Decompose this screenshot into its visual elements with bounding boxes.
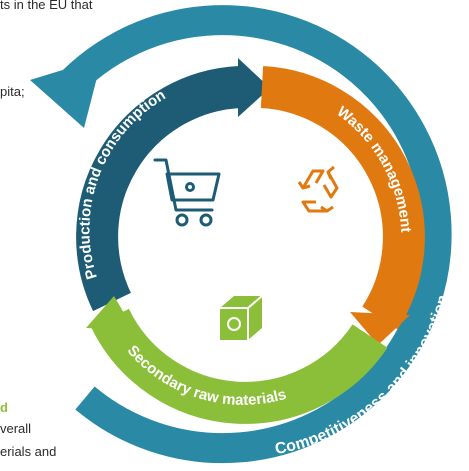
text-fragment-green: d [0,400,8,415]
segment-secondary-raw-materials [91,308,388,424]
segment-production-consumption [76,66,242,312]
text-fragment-per-capita: pita; [0,84,25,99]
text-fragment-materials: erials and [0,444,57,459]
text-fragment-top: ts in the EU that [0,0,93,12]
inner-ring [76,58,425,424]
shopping-cart-icon [153,158,221,227]
production-arrowhead [238,58,270,117]
outer-ring-arrowhead [30,58,102,128]
box-icon [220,295,263,340]
outer-ring-arc [48,5,452,464]
text-fragment-overall: verall [0,421,32,436]
outer-ring [30,5,452,464]
waste-arrowhead [350,312,410,345]
recycle-icon [297,165,339,213]
segment-waste-management [260,66,425,330]
secondary-arrowhead [86,296,134,330]
